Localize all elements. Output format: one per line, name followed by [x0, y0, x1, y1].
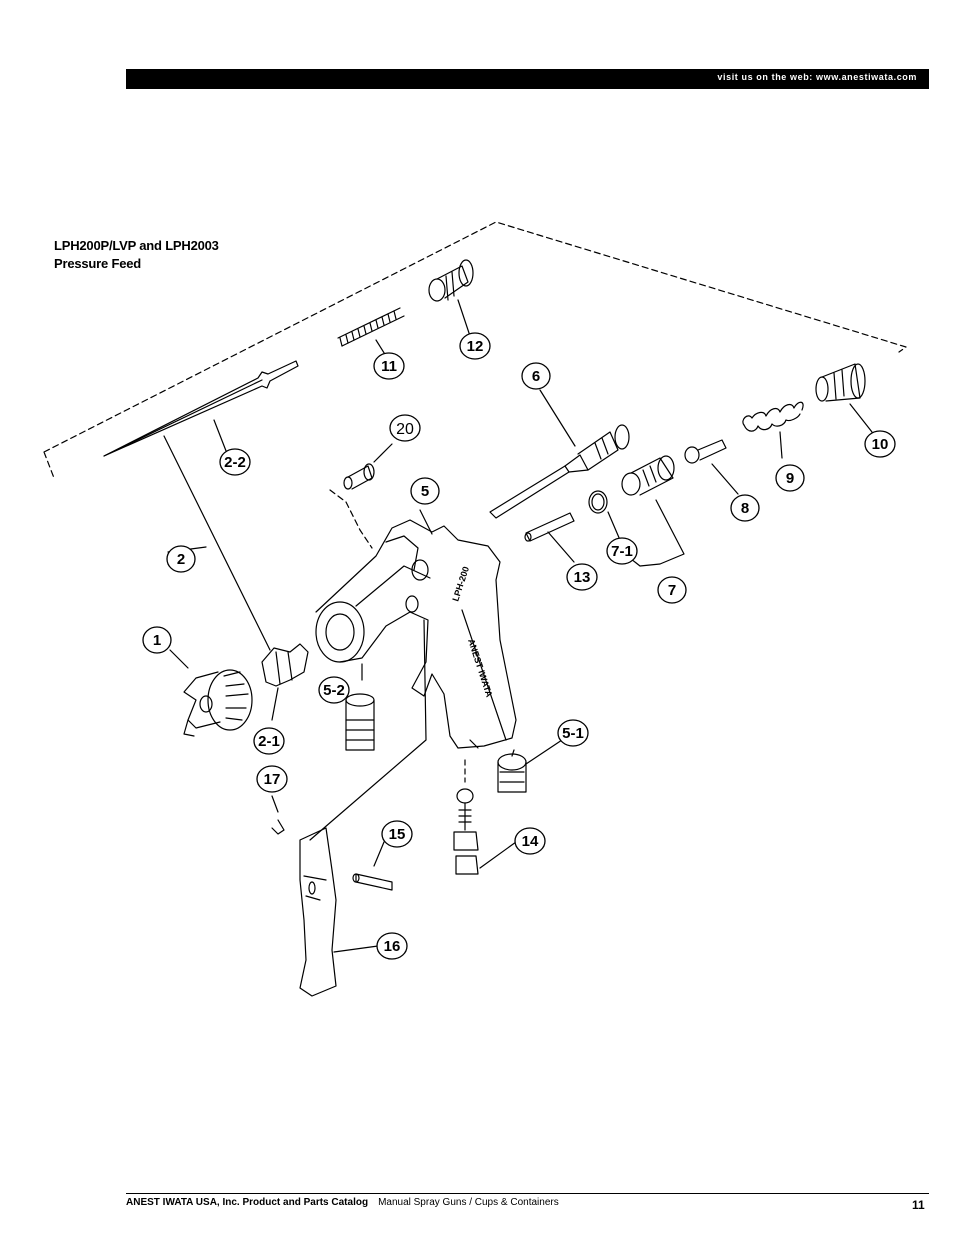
header-bar: visit us on the web: www.anestiwata.com — [126, 69, 929, 89]
gun-body-part-5 — [315, 519, 517, 749]
fitting-part-20 — [343, 463, 375, 490]
callout-13: 13 — [574, 569, 591, 586]
callout-1: 1 — [153, 632, 161, 649]
title-line-2: Pressure Feed — [54, 256, 142, 271]
callout-circle-2-1 — [253, 727, 285, 755]
callout-circle-16 — [376, 932, 408, 960]
callout-8: 8 — [741, 500, 749, 517]
callout-2-1: 2-1 — [258, 733, 280, 750]
callout-15: 15 — [389, 826, 406, 843]
website-text: visit us on the web: www.anestiwata.com — [717, 72, 917, 82]
footer-company: ANEST IWATA USA, Inc. Product and Parts … — [126, 1197, 369, 1208]
fluid-adjust-part-14 — [453, 788, 479, 875]
gun-model-label: LPH-200 — [450, 565, 471, 602]
callout-20: 20 — [396, 421, 414, 438]
trigger-part-16 — [299, 619, 427, 997]
pin-part-13 — [524, 512, 575, 542]
title-line-1: LPH200P/LVP and LPH2003 — [54, 238, 219, 253]
page-number: 11 — [912, 1198, 925, 1212]
nozzle-part-2-1 — [261, 643, 309, 687]
fitting-part-5-2 — [345, 693, 375, 751]
callout-circle-17 — [256, 765, 288, 793]
callout-16: 16 — [384, 938, 401, 955]
callout-5-1: 5-1 — [562, 725, 584, 742]
callout-circle-2-2 — [219, 448, 251, 476]
callout-circle-2 — [166, 545, 196, 573]
valve-rod-part-8 — [684, 439, 727, 464]
callout-circle-11 — [373, 352, 405, 380]
callout-circle-6 — [521, 362, 551, 390]
callout-circle-20 — [389, 414, 421, 442]
callout-circle-14 — [514, 827, 546, 855]
callout-circle-8 — [730, 494, 760, 522]
trigger-pin-part-15 — [352, 873, 393, 891]
needle-part — [103, 360, 299, 457]
callout-6: 6 — [532, 368, 540, 385]
callout-5: 5 — [421, 483, 429, 500]
callout-2: 2 — [177, 551, 185, 568]
callout-14: 14 — [522, 833, 539, 850]
adjusting-knob-part-10 — [815, 363, 866, 402]
gun-brand-label: ANEST IWATA — [466, 638, 494, 699]
valve-seat-part-7 — [621, 455, 675, 496]
air-valve-part-6 — [489, 424, 630, 519]
callout-circle-5 — [410, 477, 440, 505]
callout-9: 9 — [786, 470, 794, 487]
callout-11: 11 — [381, 358, 397, 375]
callout-circle-7 — [657, 576, 687, 604]
footer-section: Manual Spray Guns / Cups & Containers — [378, 1197, 559, 1208]
footer-text: ANEST IWATA USA, Inc. Product and Parts … — [126, 1197, 559, 1208]
o-ring-part-7-1 — [588, 490, 608, 514]
footer-rule — [126, 1193, 929, 1194]
air-nipple-part-12 — [428, 259, 474, 302]
callout-circle-10 — [864, 430, 896, 458]
diagram-title: LPH200P/LVP and LPH2003 Pressure Feed — [54, 237, 219, 273]
callout-circle-9 — [775, 464, 805, 492]
spring-part-9 — [742, 401, 804, 432]
spring-part-11 — [337, 307, 405, 347]
callout-7: 7 — [668, 582, 676, 599]
fitting-part-5-1 — [497, 753, 527, 793]
callout-17: 17 — [264, 771, 281, 788]
callout-circle-5-2 — [318, 676, 350, 704]
callout-5-2: 5-2 — [323, 682, 345, 699]
callout-circle-1 — [142, 626, 172, 654]
callout-circle-12 — [459, 332, 491, 360]
callout-10: 10 — [872, 436, 889, 453]
clip-part-17 — [271, 819, 285, 835]
callout-circle-7-1 — [606, 537, 638, 565]
callout-12: 12 — [467, 338, 484, 355]
callout-circle-5-1 — [557, 719, 589, 747]
callout-2-2: 2-2 — [224, 454, 246, 471]
callout-circle-15 — [381, 820, 413, 848]
air-cap-part-1 — [183, 669, 253, 737]
callout-circle-13 — [566, 563, 598, 591]
callout-7-1: 7-1 — [611, 543, 633, 560]
